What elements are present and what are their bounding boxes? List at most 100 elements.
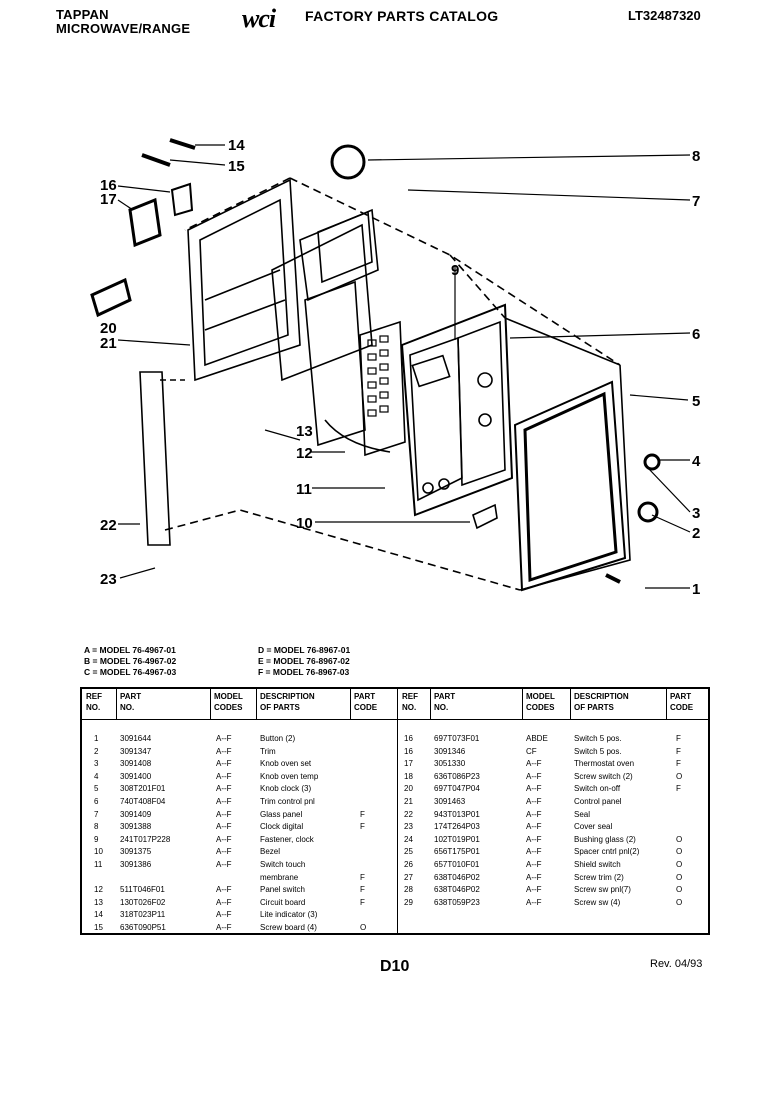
cell-ref: 21 (404, 797, 413, 806)
cell-model: A--F (526, 885, 542, 895)
cell-code: F (360, 872, 365, 882)
cell-code: F (360, 885, 365, 895)
brand-block: TAPPAN MICROWAVE/RANGE (56, 8, 190, 36)
cell-model: A--F (526, 784, 542, 794)
cell-part: 3091388 (120, 822, 152, 832)
cell-desc: Button (2) (260, 734, 296, 743)
cell-desc: Screw trim (2) (574, 872, 624, 882)
cell-model: A--F (216, 847, 232, 857)
cell-model: A--F (526, 759, 542, 769)
cell-model: A--F (216, 860, 232, 869)
cell-part: 636T090P51 (120, 923, 166, 932)
callout-8: 8 (692, 148, 700, 165)
cell-ref: 2 (94, 746, 99, 756)
cell-desc: Panel switch (260, 885, 305, 895)
callout-17: 17 (100, 191, 117, 208)
cell-code: F (676, 746, 681, 756)
cell-ref: 10 (94, 847, 103, 857)
cell-ref: 14 (94, 910, 103, 920)
cell-code: O (676, 860, 683, 869)
callout-16: 16 (100, 177, 117, 194)
cell-code: O (676, 872, 683, 882)
callout-14: 14 (228, 137, 245, 154)
cell-ref: 8 (94, 822, 99, 832)
cell-part: 697T047P04 (434, 784, 480, 794)
legend-line: C = MODEL 76-4967-03 (84, 667, 177, 677)
cell-desc: Trim control pnl (260, 797, 315, 806)
cell-desc: Screw switch (2) (574, 771, 633, 781)
cell-model: A--F (216, 897, 232, 907)
cell-model: A--F (216, 771, 232, 781)
wci-logo: wci (242, 4, 276, 33)
callout-11: 11 (296, 481, 312, 498)
cell-part: 318T023P11 (120, 910, 166, 920)
cell-part: 3091346 (434, 746, 466, 756)
cell-ref: 16 (404, 746, 413, 756)
cell-ref: 22 (404, 809, 413, 819)
cell-part: 740T408F04 (120, 797, 166, 806)
page-number: D10 (380, 958, 410, 975)
cell-part: 3091408 (120, 759, 152, 769)
cell-part: 3091347 (120, 746, 152, 756)
cell-part: 102T019P01 (434, 834, 480, 844)
cell-desc: Knob clock (3) (260, 784, 312, 794)
callout-13: 13 (296, 423, 313, 440)
cell-desc: Knob oven temp (260, 771, 319, 781)
cell-model: A--F (526, 809, 542, 819)
callout-12: 12 (296, 445, 313, 462)
cell-ref: 15 (94, 923, 103, 932)
cell-desc: Switch on-off (574, 784, 621, 794)
cell-code: F (360, 809, 365, 819)
cell-ref: 17 (404, 759, 413, 769)
cell-desc: Bezel (260, 847, 281, 857)
revision-date: Rev. 04/93 (650, 958, 703, 970)
cell-model: A--F (526, 834, 542, 844)
model-legend-left: A = MODEL 76-4967-01 B = MODEL 76-4967-0… (84, 645, 176, 678)
cell-part: 3051330 (434, 759, 466, 769)
cell-desc: Fastener, clock (260, 834, 314, 844)
cell-ref: 26 (404, 860, 413, 869)
cell-desc: Screw sw pnl(7) (574, 885, 631, 895)
cell-ref: 20 (404, 784, 413, 794)
cell-ref: 18 (404, 771, 413, 781)
cell-model: A--F (216, 809, 232, 819)
cell-part: 657T010F01 (434, 860, 480, 869)
cell-part: 308T201F01 (120, 784, 166, 794)
cell-desc: Shield switch (574, 860, 621, 869)
cell-part: 636T086P23 (434, 771, 480, 781)
callout-10: 10 (296, 515, 313, 532)
cell-code: F (676, 734, 681, 743)
cell-part: 3091400 (120, 771, 152, 781)
catalog-code: LT32487320 (628, 8, 701, 23)
cell-part: 3091644 (120, 734, 152, 743)
cell-desc: Bushing glass (2) (574, 834, 636, 844)
model-legend-right: D = MODEL 76-8967-01 E = MODEL 76-8967-0… (258, 645, 350, 678)
cell-ref: 7 (94, 809, 99, 819)
cell-part: 638T046P02 (434, 885, 480, 895)
cell-ref: 5 (94, 784, 99, 794)
cell-desc: Lite indicator (3) (260, 910, 318, 920)
cell-ref: 12 (94, 885, 103, 895)
